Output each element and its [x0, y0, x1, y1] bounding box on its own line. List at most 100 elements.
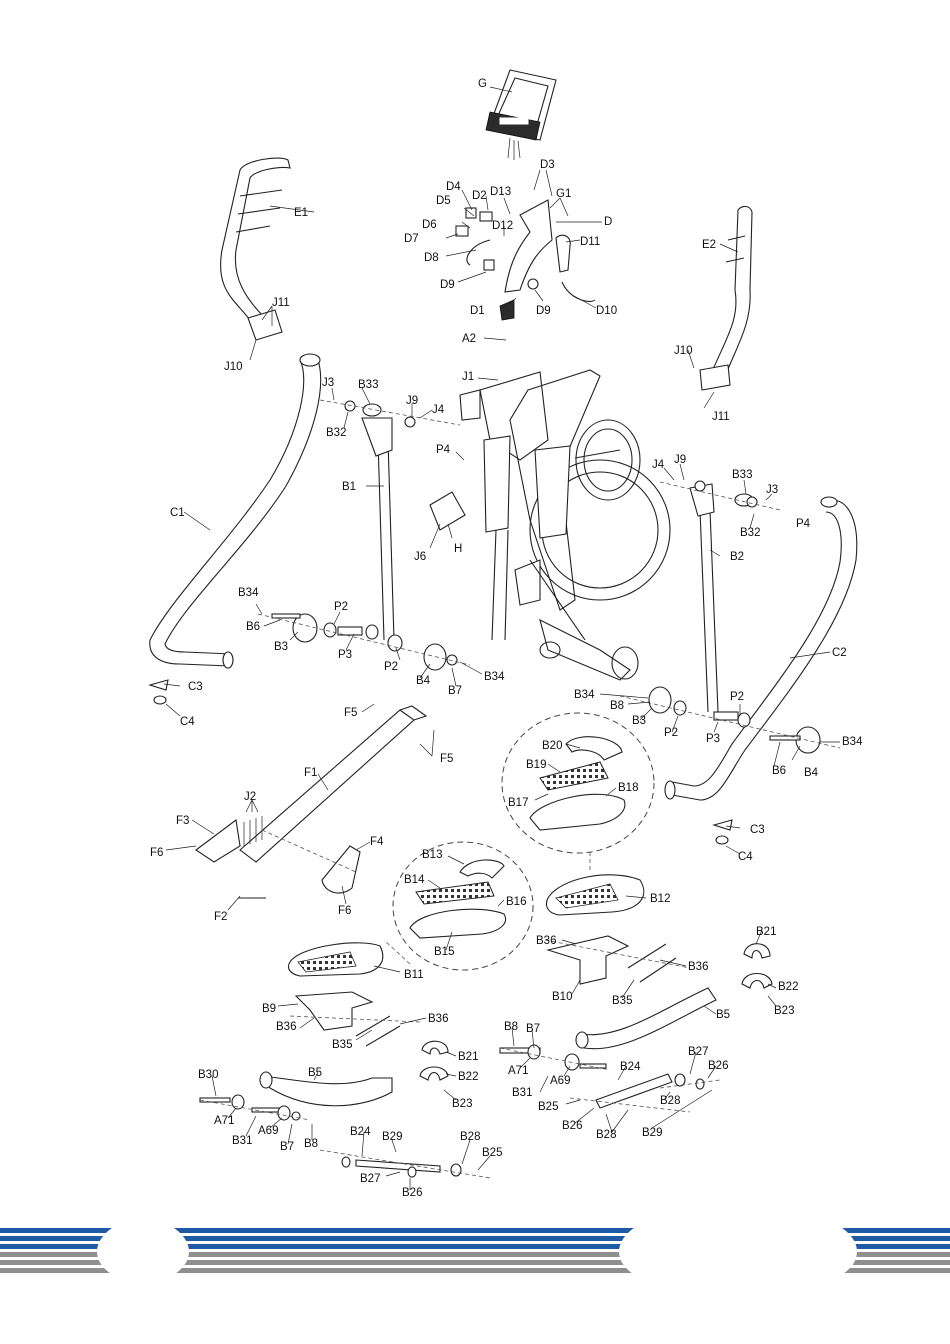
label-d: D	[604, 216, 612, 228]
label-p2-d: P2	[730, 691, 744, 703]
label-b8-c: B8	[304, 1138, 318, 1150]
label-b19: B19	[526, 759, 546, 771]
label-b34-b: B34	[484, 671, 505, 683]
label-b5-b: B5	[308, 1067, 322, 1079]
pedal-detail-circle-right	[501, 712, 655, 854]
label-b10: B10	[552, 991, 572, 1003]
label-b23-b: B23	[452, 1098, 472, 1110]
label-b21-a: B21	[756, 926, 776, 938]
label-j4-b: J4	[652, 459, 665, 471]
label-a71-b: A71	[214, 1115, 234, 1127]
label-b7-b: B7	[526, 1023, 540, 1035]
label-b28-c: B28	[460, 1131, 480, 1143]
label-b28-a: B28	[660, 1095, 680, 1107]
label-j4-a: J4	[432, 404, 445, 416]
label-j11-b: J11	[712, 411, 730, 423]
label-g1: G1	[556, 188, 571, 200]
handlebar-e1	[220, 157, 291, 341]
label-b12: B12	[650, 893, 670, 905]
footer-stripe-blue-2	[0, 1236, 950, 1241]
label-f5-a: F5	[344, 707, 357, 719]
label-b32-b: B32	[740, 527, 760, 539]
label-b27-b: B27	[360, 1173, 380, 1185]
footer-stripe-blue-3	[0, 1244, 950, 1249]
label-b29-b: B29	[382, 1131, 402, 1143]
label-b4-b: B4	[804, 767, 819, 779]
label-b26-a: B26	[708, 1060, 728, 1072]
label-b16: B16	[506, 896, 526, 908]
console-mast	[455, 199, 596, 321]
label-j3-b: J3	[766, 484, 778, 496]
label-c4-b: C4	[738, 851, 753, 863]
label-e2: E2	[702, 239, 716, 251]
leader-lines	[163, 86, 840, 1190]
label-c2: C2	[832, 647, 847, 659]
label-b36-b: B36	[688, 961, 708, 973]
footer-stripe-gray-1	[0, 1252, 950, 1257]
label-f4: F4	[370, 836, 384, 848]
label-b34-d: B34	[842, 736, 863, 748]
footer-cutout-2	[619, 1224, 857, 1278]
pedal-detail-circle-left	[392, 841, 534, 971]
label-p2-b: P2	[384, 661, 398, 673]
label-d13: D13	[490, 186, 511, 198]
label-j9-a: J9	[406, 395, 418, 407]
label-d7: D7	[404, 233, 419, 245]
label-b35-a: B35	[612, 995, 632, 1007]
label-f6-b: F6	[338, 905, 351, 917]
label-d12: D12	[492, 220, 513, 232]
label-b8-b: B8	[504, 1021, 518, 1033]
label-b36-d: B36	[428, 1013, 448, 1025]
label-b15: B15	[434, 946, 454, 958]
label-b2: B2	[730, 551, 744, 563]
label-b13: B13	[422, 849, 442, 861]
label-p3-b: P3	[706, 733, 720, 745]
label-b22-b: B22	[458, 1071, 478, 1083]
label-b34-a: B34	[238, 587, 259, 599]
label-j1: J1	[462, 371, 474, 383]
pivot-hardware	[148, 400, 821, 845]
label-b7-c: B7	[280, 1141, 294, 1153]
label-d11: D11	[580, 236, 600, 248]
label-a2: A2	[462, 333, 476, 345]
label-f1: F1	[304, 767, 317, 779]
label-b3-b: B3	[632, 715, 646, 727]
label-p4-b: P4	[796, 518, 811, 530]
label-j10-b: J10	[674, 345, 693, 357]
label-b26-b: B26	[562, 1120, 582, 1132]
upper-handles	[149, 353, 858, 801]
label-d10: D10	[596, 305, 617, 317]
footer-cutout-1	[97, 1224, 189, 1278]
label-b20: B20	[542, 740, 562, 752]
label-b9: B9	[262, 1003, 276, 1015]
label-d2: D2	[472, 190, 487, 202]
label-p4-a: P4	[436, 444, 451, 456]
label-d9-b: D9	[536, 305, 551, 317]
label-b29-a: B29	[642, 1127, 662, 1139]
label-p3-a: P3	[338, 649, 352, 661]
footer-stripe-gray-3	[0, 1268, 950, 1273]
label-j9-b: J9	[674, 454, 686, 466]
label-c3-b: C3	[750, 824, 765, 836]
rail-f1	[195, 705, 428, 899]
label-d9-a: D9	[440, 279, 455, 291]
label-b5-a: B5	[716, 1009, 730, 1021]
label-a69-a: A69	[550, 1075, 570, 1087]
label-d1: D1	[470, 305, 485, 317]
label-p2-c: P2	[664, 727, 678, 739]
label-b36-a: B36	[536, 935, 556, 947]
label-d5: D5	[436, 195, 451, 207]
label-b24-a: B24	[620, 1061, 641, 1073]
label-j10-a: J10	[224, 361, 243, 373]
label-e1: E1	[294, 207, 308, 219]
label-b27-a: B27	[688, 1046, 708, 1058]
pedal-parts	[199, 736, 773, 1178]
label-b26-c: B26	[402, 1187, 422, 1199]
label-d4: D4	[446, 181, 461, 193]
label-b4-a: B4	[416, 675, 431, 687]
label-b8-a: B8	[610, 700, 624, 712]
console-part	[485, 69, 557, 160]
label-b6-a: B6	[246, 621, 260, 633]
label-b7-a: B7	[448, 685, 462, 697]
